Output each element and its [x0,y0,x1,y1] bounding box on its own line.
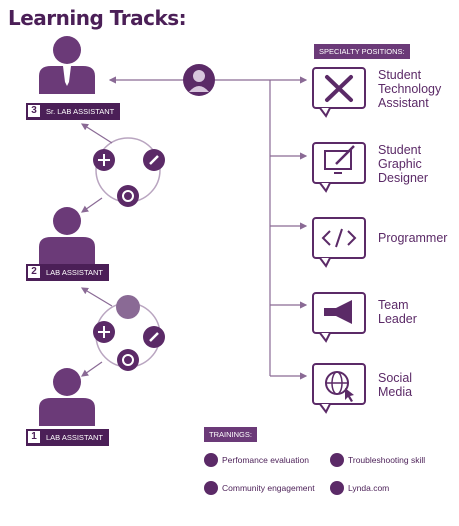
rank-text-2: LAB ASSISTANT [46,268,103,277]
legend-community-engagement: Community engagement [204,481,315,495]
position-label-programmer: Programmer [378,231,447,245]
position-line: Leader [378,312,417,326]
specialty-positions-header: SPECIALTY POSITIONS: [314,44,410,59]
monitor-pen-icon [312,142,366,193]
rank-number-2: 2 [28,266,40,278]
position-line: Designer [378,171,429,185]
legend-label: Perfomance evaluation [222,455,309,465]
position-line: Social [378,371,413,385]
legend-performance-evaluation: Perfomance evaluation [204,453,309,467]
legend-troubleshooting-skill: Troubleshooting skill [330,453,425,467]
person-sr-lab-assistant [39,36,95,94]
rank-number-1: 1 [28,431,40,443]
training-cycle-lower [93,295,165,371]
position-line: Technology [378,82,442,96]
page-title: Learning Tracks: [8,6,187,30]
position-line: Assistant [378,96,429,110]
rank-text-3: Sr. LAB ASSISTANT [46,107,115,116]
position-label-graphic: Student Graphic Designer [378,143,428,185]
person-lab-assistant-1 [39,368,95,426]
rank-label-3: 3 Sr. LAB ASSISTANT [26,103,121,120]
position-label-social-media: Social Media [378,371,412,399]
handshake-icon [204,481,218,495]
rank-number-3: 3 [28,105,40,117]
rank-label-1: 1 LAB ASSISTANT [26,429,109,446]
lynda-icon [330,481,344,495]
globe-cursor-icon [312,363,366,414]
position-label-technology: Student Technology Assistant [378,68,441,110]
legend-label: Lynda.com [348,483,390,493]
position-line: Media [378,385,413,399]
training-cycle-upper [93,137,165,207]
trainings-header: TRAININGS: [204,427,257,442]
position-line: Programmer [378,231,448,245]
position-line: Team [378,298,409,312]
position-label-team-leader: Team Leader [378,298,417,326]
position-line: Student [378,143,422,157]
gear-hand-icon [204,453,218,467]
legend-lynda: Lynda.com [330,481,389,495]
position-line: Graphic [378,157,422,171]
legend-label: Community engagement [222,483,315,493]
lynda-portrait-icon [183,64,215,96]
megaphone-icon [312,292,366,343]
legend-label: Troubleshooting skill [348,455,426,465]
position-line: Student [378,68,422,82]
tools-icon [312,67,366,118]
rank-label-2: 2 LAB ASSISTANT [26,264,109,281]
person-lab-assistant-2 [39,207,95,265]
code-icon [312,217,366,268]
wrench-icon [330,453,344,467]
rank-text-1: LAB ASSISTANT [46,433,103,442]
